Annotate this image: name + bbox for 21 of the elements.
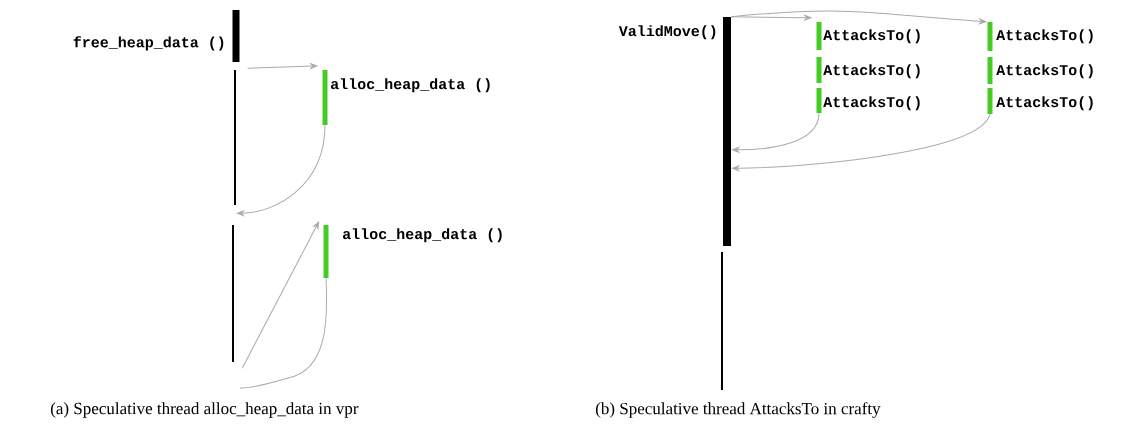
caption: (a) Speculative thread alloc_heap_data in vpr xyxy=(50,402,359,418)
arrow xyxy=(241,221,320,369)
timeline-line xyxy=(721,252,723,390)
function-label: free_heap_data () xyxy=(73,36,224,51)
function-label: alloc_heap_data () xyxy=(342,228,502,243)
function-label: AttacksTo() xyxy=(823,96,920,111)
function-label: AttacksTo() xyxy=(823,29,920,44)
caption: (b) Speculative thread AttacksTo in crafty xyxy=(595,402,881,418)
function-label: AttacksTo() xyxy=(823,64,920,79)
timeline-line xyxy=(232,225,234,362)
arrow xyxy=(730,10,987,25)
arrow xyxy=(732,113,991,172)
arrow xyxy=(236,124,326,217)
function-label: alloc_heap_data () xyxy=(330,78,490,93)
arrow xyxy=(247,63,318,69)
function-label: AttacksTo() xyxy=(996,64,1093,79)
function-label: AttacksTo() xyxy=(996,96,1093,111)
arrow xyxy=(732,112,820,153)
function-label: AttacksTo() xyxy=(996,29,1093,44)
timeline-line xyxy=(234,70,236,205)
function-label: ValidMove() xyxy=(618,25,716,40)
